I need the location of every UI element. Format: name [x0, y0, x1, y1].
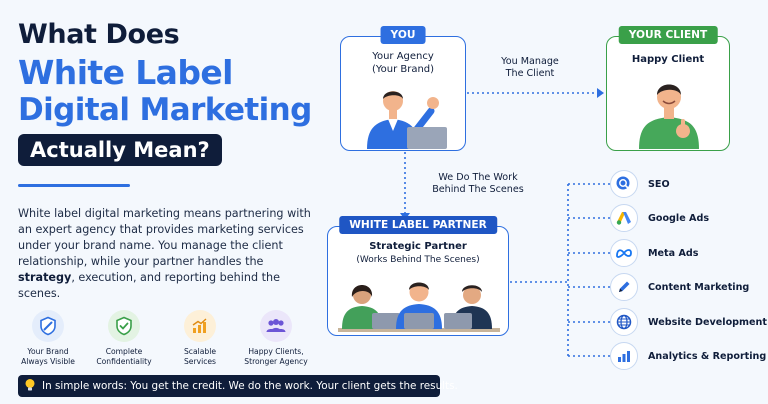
service-item-analytics-reporting: Analytics & Reporting [610, 342, 766, 370]
agency-person-illustration [367, 91, 447, 149]
description: White label digital marketing means part… [18, 207, 311, 300]
headline-line-4: Actually Mean? [18, 134, 222, 166]
client-title: Happy Client [631, 54, 705, 65]
google-ads-icon [610, 204, 638, 232]
service-item-meta-ads: Meta Ads [610, 239, 698, 267]
your-agency-card: YOU Your Agency(Your Brand) [340, 26, 466, 151]
globe-icon [610, 308, 638, 336]
team-illustration [338, 282, 500, 332]
shield-brand-icon [32, 310, 64, 342]
service-item-website-development: Website Development [610, 308, 767, 336]
summary-banner: In simple words: You get the credit. We … [18, 375, 458, 397]
headline-block: What Does White Label Digital Marketing … [18, 20, 318, 187]
search-icon [610, 170, 638, 198]
partner-title: Strategic Partner [369, 241, 467, 252]
service-item-content-marketing: Content Marketing [610, 273, 749, 301]
meta-icon [610, 239, 638, 267]
client-tag: YOUR CLIENT [618, 26, 718, 44]
white-label-partner-card: WHITE LABEL PARTNER Strategic Partner (W… [327, 216, 509, 336]
people-icon [260, 310, 292, 342]
headline-line-1: What Does [18, 19, 180, 50]
service-item-google-ads: Google Ads [610, 204, 709, 232]
summary-text: In simple words: You get the credit. We … [42, 380, 458, 392]
bar-chart-icon [610, 342, 638, 370]
partner-subtitle: (Works Behind The Scenes) [356, 255, 480, 265]
headline-line-3: Digital Marketing [18, 92, 312, 128]
growth-chart-icon [184, 310, 216, 342]
headline-divider [18, 184, 130, 187]
pen-icon [610, 273, 638, 301]
client-person-illustration [639, 84, 699, 149]
your-agency-title: Your Agency(Your Brand) [371, 51, 435, 75]
you-tag: YOU [380, 26, 426, 44]
headline-line-2: White Label [18, 53, 233, 92]
feature-item: Happy Clients,Stronger Agency [240, 310, 312, 366]
shield-check-icon [108, 310, 140, 342]
service-item-seo: SEO [610, 170, 670, 198]
lightbulb-icon [24, 378, 36, 395]
partner-tag: WHITE LABEL PARTNER [339, 216, 497, 234]
client-card: YOUR CLIENT Happy Client [606, 26, 730, 151]
